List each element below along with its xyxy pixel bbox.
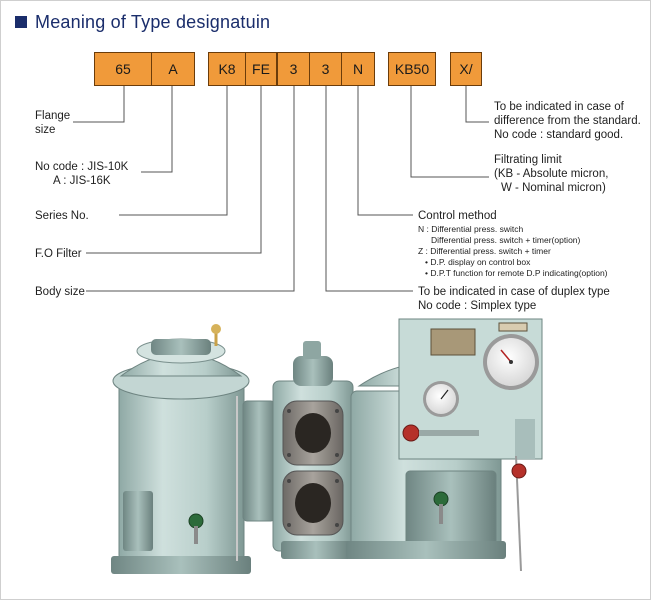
label-jis: No code : JIS-10K A : JIS-16K <box>35 161 129 187</box>
code-box-body-size: 3 <box>277 52 310 86</box>
code-box-series: K8 <box>208 52 246 86</box>
code-box-filter: FE <box>245 52 277 86</box>
control-option-n: N : Differential press. switch <box>418 224 524 234</box>
label-filtrating: Filtrating limit (KB - Absolute micron, … <box>494 154 609 194</box>
control-option-z: Z : Differential press. switch + timer <box>418 246 551 256</box>
leader-jis <box>141 86 173 173</box>
code-box-jis: A <box>151 52 195 86</box>
leader-series <box>119 86 228 216</box>
code-box-x: X/ <box>450 52 482 86</box>
code-box-filtrating: KB50 <box>388 52 436 86</box>
leader-filter <box>86 86 262 254</box>
leader-body <box>86 86 295 292</box>
leader-control <box>357 86 413 216</box>
leader-filtrating <box>410 86 489 178</box>
leader-x <box>465 86 489 123</box>
code-box-control: N <box>341 52 375 86</box>
label-fo-filter: F.O Filter <box>35 248 82 260</box>
leader-duplex <box>325 86 413 292</box>
title-bullet-icon <box>15 16 27 28</box>
code-box-flange: 65 <box>94 52 152 86</box>
label-body-size: Body size <box>35 286 85 298</box>
left-filter-housing <box>111 324 276 574</box>
label-series-no: Series No. <box>35 210 89 222</box>
label-control-method: Control method <box>418 210 497 222</box>
label-standard: To be indicated in case of difference fr… <box>494 101 641 141</box>
pressure-gauge-small <box>423 381 459 417</box>
pressure-gauge-large <box>483 334 539 390</box>
changeover-valve-body <box>272 341 354 559</box>
control-option-dpt: • D.P.T function for remote D.P indicati… <box>425 268 608 278</box>
red-valve-handle <box>402 424 479 442</box>
control-option-dp: • D.P. display on control box <box>425 257 531 267</box>
control-option-n-timer: Differential press. switch + timer(optio… <box>431 235 581 245</box>
label-duplex: To be indicated in case of duplex type N… <box>418 286 610 312</box>
page-title: Meaning of Type designatuin <box>35 11 271 32</box>
leader-flange <box>73 86 125 123</box>
label-flange-size: Flange size <box>35 110 71 136</box>
section-header: Meaning of Type designatuin <box>15 11 270 33</box>
